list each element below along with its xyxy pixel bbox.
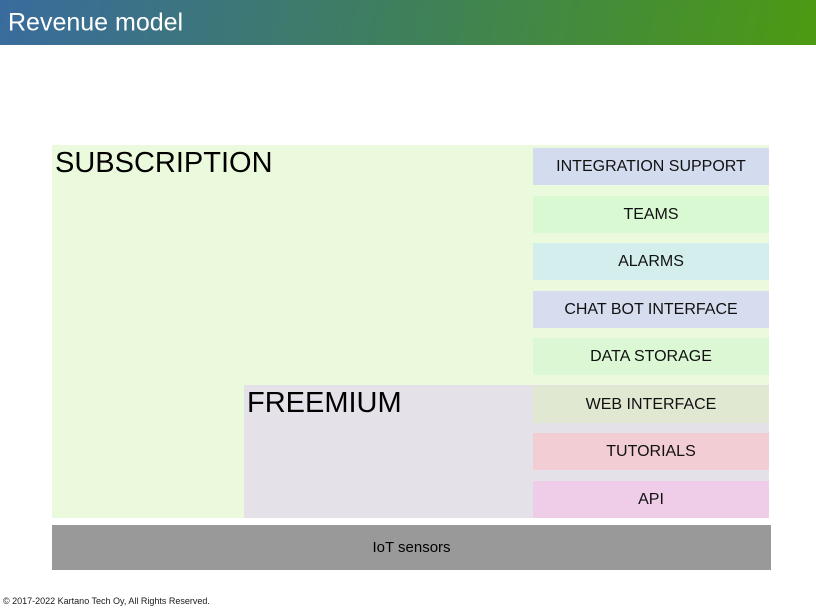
- page-title: Revenue model: [8, 8, 184, 36]
- feature-label-alarms: ALARMS: [618, 252, 684, 270]
- iot-sensors-bar: IoT sensors: [52, 525, 771, 570]
- iot-sensors-label: IoT sensors: [372, 539, 451, 556]
- feature-box-integration-support: INTEGRATION SUPPORT: [533, 148, 769, 185]
- feature-label-integration-support: INTEGRATION SUPPORT: [556, 157, 746, 175]
- feature-box-data-storage: DATA STORAGE: [533, 338, 769, 375]
- copyright-text: © 2017-2022 Kartano Tech Oy, All Rights …: [3, 596, 210, 606]
- feature-box-api: API: [533, 481, 769, 518]
- feature-label-data-storage: DATA STORAGE: [590, 347, 712, 365]
- freemium-label: FREEMIUM: [247, 387, 402, 419]
- subscription-label: SUBSCRIPTION: [55, 147, 273, 179]
- feature-label-api: API: [638, 490, 664, 508]
- feature-label-web-interface: WEB INTERFACE: [585, 395, 717, 413]
- slide-title-bar: Revenue model: [0, 0, 816, 45]
- feature-label-chat-bot-interface: CHAT BOT INTERFACE: [564, 300, 738, 318]
- feature-box-tutorials: TUTORIALS: [533, 433, 769, 470]
- feature-box-teams: TEAMS: [533, 196, 769, 233]
- feature-box-alarms: ALARMS: [533, 243, 769, 280]
- feature-box-chat-bot-interface: CHAT BOT INTERFACE: [533, 291, 769, 328]
- feature-label-tutorials: TUTORIALS: [606, 442, 696, 460]
- feature-label-teams: TEAMS: [623, 205, 679, 223]
- feature-box-web-interface: WEB INTERFACE: [533, 386, 769, 423]
